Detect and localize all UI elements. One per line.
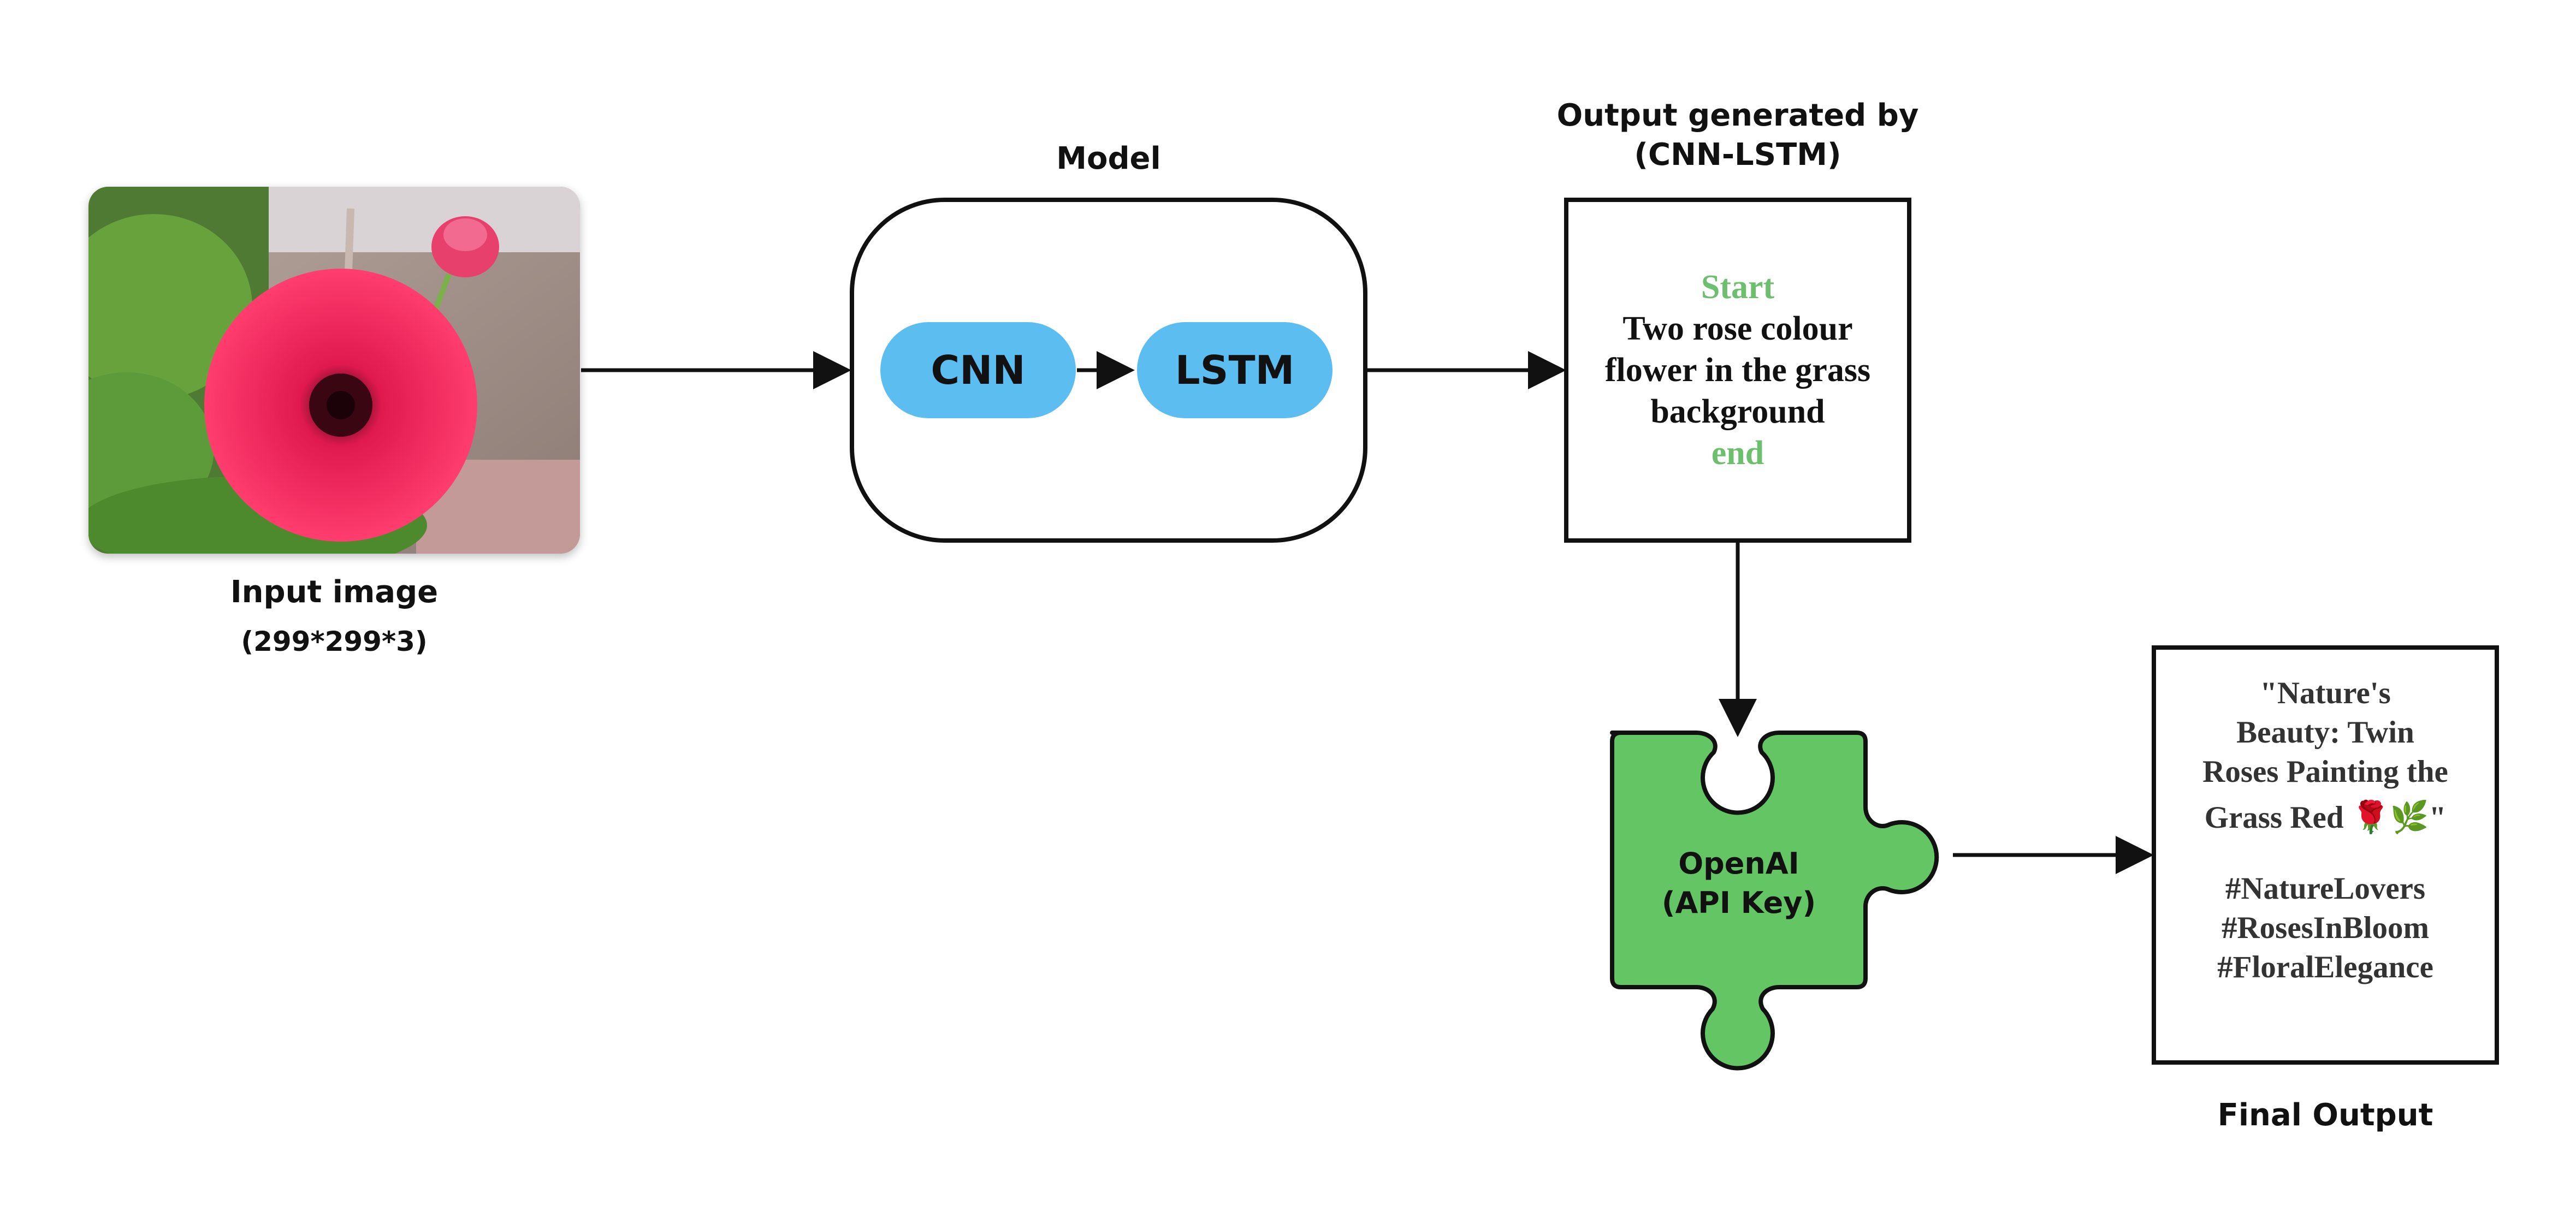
hashtag-2: #RosesInBloom: [2221, 911, 2430, 945]
input-image-title: Input image: [230, 574, 439, 610]
quote-line-3: Roses Painting the: [2202, 755, 2448, 789]
hashtag-1: #NatureLovers: [2225, 871, 2426, 906]
hashtag-3: #FloralElegance: [2217, 950, 2433, 984]
openai-line2: (API Key): [1661, 886, 1816, 920]
caption-line-2: flower in the grass: [1604, 352, 1871, 389]
quote-line-4: Grass Red 🌹🌿": [2204, 800, 2447, 835]
puzzle-piece-icon: [1610, 731, 1939, 1071]
start-token: Start: [1701, 269, 1775, 306]
output-title-line1: Output generated by: [1556, 98, 1919, 133]
cnn-block: CNN: [880, 322, 1076, 418]
input-photo: [88, 187, 580, 554]
final-output-title: Final Output: [2217, 1097, 2433, 1133]
end-token: end: [1711, 435, 1764, 472]
cnn-label: CNN: [931, 347, 1026, 393]
caption-line-1: Two rose colour: [1622, 310, 1853, 347]
output-box: [1564, 198, 1911, 543]
pink-gerbera-flower-photo: [88, 187, 580, 554]
lstm-block: LSTM: [1137, 322, 1333, 418]
quote-line-2: Beauty: Twin: [2236, 715, 2414, 750]
openai-line1: OpenAI: [1678, 846, 1799, 881]
caption-line-3: background: [1650, 393, 1825, 430]
output-title-line2: (CNN-LSTM): [1634, 137, 1841, 173]
quote-line-1: "Nature's: [2260, 676, 2391, 710]
final-output-box: [2152, 645, 2499, 1065]
openai-label: OpenAI (API Key): [1612, 844, 1866, 923]
model-title: Model: [1056, 141, 1161, 176]
output-title: Output generated by (CNN-LSTM): [1465, 96, 2011, 175]
lstm-label: LSTM: [1175, 347, 1295, 393]
final-output-caption: "Nature's Beauty: Twin Roses Painting th…: [2156, 674, 2495, 987]
input-image-dims: (299*299*3): [241, 626, 428, 657]
output-caption: Start Two rose colour flower in the gras…: [1568, 266, 1907, 474]
